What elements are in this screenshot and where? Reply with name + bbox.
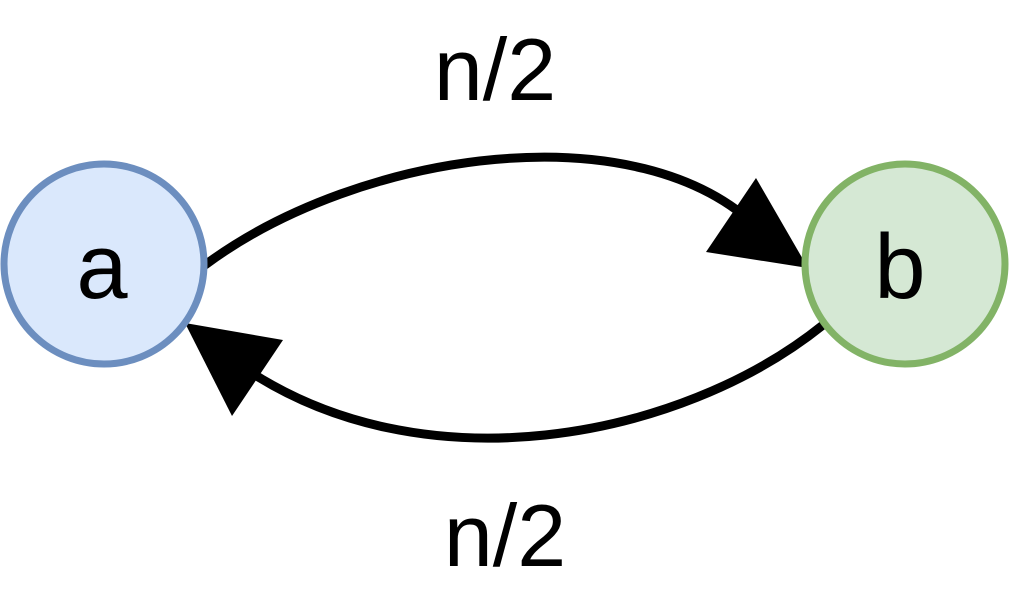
node-a-circle [0, 160, 208, 368]
edge-b-to-a-line [235, 320, 828, 443]
node-a-label: a [76, 216, 128, 318]
edge-b-to-a-arrowhead [185, 323, 283, 416]
edge-b-to-a: n/2 [185, 320, 828, 585]
node-b-circle [801, 160, 1009, 368]
edge-b-to-a-label: n/2 [444, 486, 566, 585]
edge-a-to-b: n/2 [200, 20, 808, 270]
edge-a-to-b-label: n/2 [434, 20, 556, 119]
node-b-label: b [874, 216, 925, 318]
node-a: a [0, 160, 208, 368]
node-b: b [801, 160, 1009, 368]
edge-a-to-b-line [200, 152, 765, 270]
edge-a-to-b-arrowhead [706, 178, 808, 268]
